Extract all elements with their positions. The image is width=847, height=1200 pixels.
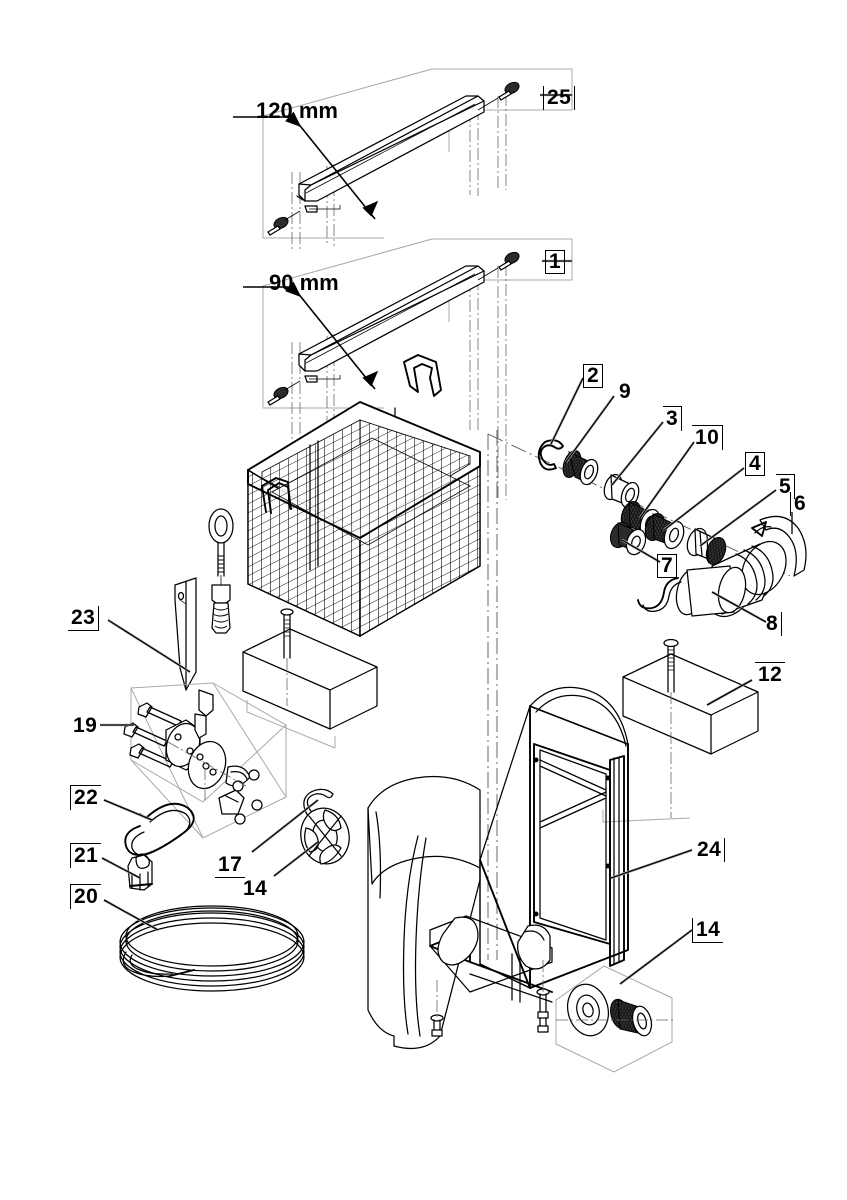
callout-1[interactable]: 1 <box>545 250 566 274</box>
callout-9[interactable]: 9 <box>619 380 632 403</box>
callout-23[interactable]: 23 <box>68 606 100 631</box>
dimension-120mm: 120 mm <box>256 98 338 123</box>
callout-21[interactable]: 21 <box>70 843 102 868</box>
pump-hose-assembly <box>487 433 807 618</box>
screw-12 <box>663 638 679 693</box>
cover-1-group <box>243 238 573 520</box>
main-cabinet <box>367 430 629 1049</box>
foam-pad-left <box>242 608 378 749</box>
screw-left-pad <box>280 608 294 659</box>
foam-pad-12 <box>602 638 759 823</box>
cable-clip-21 <box>127 853 153 891</box>
impeller-14-left <box>300 807 350 865</box>
callout-4[interactable]: 4 <box>745 452 766 476</box>
screw-1-left <box>267 380 301 406</box>
eye-bolt-and-plug <box>208 508 234 577</box>
foot-screw-right <box>536 988 550 1033</box>
cabinet-door-24 <box>533 743 625 967</box>
callout-19[interactable]: 19 <box>73 714 98 737</box>
hardware-kit-19 <box>123 682 287 839</box>
callout-25[interactable]: 25 <box>543 86 576 110</box>
callout-2[interactable]: 2 <box>583 364 604 388</box>
ground-stake-23 <box>174 577 197 691</box>
dimension-90mm: 90 mm <box>269 270 339 295</box>
coiled-hose-20 <box>119 905 305 992</box>
callout-24[interactable]: 24 <box>694 838 726 862</box>
callout-6[interactable]: 6 <box>790 492 809 516</box>
basket-cradle <box>429 915 553 1003</box>
callout-8[interactable]: 8 <box>763 612 783 636</box>
callout-5[interactable]: 5 <box>776 474 796 499</box>
callout-14-right[interactable]: 14 <box>692 918 724 943</box>
callout-14-left[interactable]: 14 <box>243 877 268 900</box>
screw-1-right <box>477 251 520 281</box>
callout-7[interactable]: 7 <box>657 554 678 578</box>
screw-25-right <box>477 81 520 111</box>
callout-12[interactable]: 12 <box>755 662 786 687</box>
cover-25-group <box>233 68 573 252</box>
callout-3[interactable]: 3 <box>663 406 683 431</box>
callout-22[interactable]: 22 <box>70 785 102 810</box>
wire-hook-22 <box>124 802 195 856</box>
leader-lines <box>100 93 793 986</box>
callout-17[interactable]: 17 <box>215 853 246 878</box>
screw-25-left <box>267 210 301 236</box>
callout-20[interactable]: 20 <box>70 884 102 909</box>
callout-10[interactable]: 10 <box>692 425 724 450</box>
foot-screw-left <box>430 1014 444 1037</box>
wall-plug <box>211 575 231 634</box>
impeller-14-right <box>555 965 676 1073</box>
mesh-basket <box>247 354 481 638</box>
